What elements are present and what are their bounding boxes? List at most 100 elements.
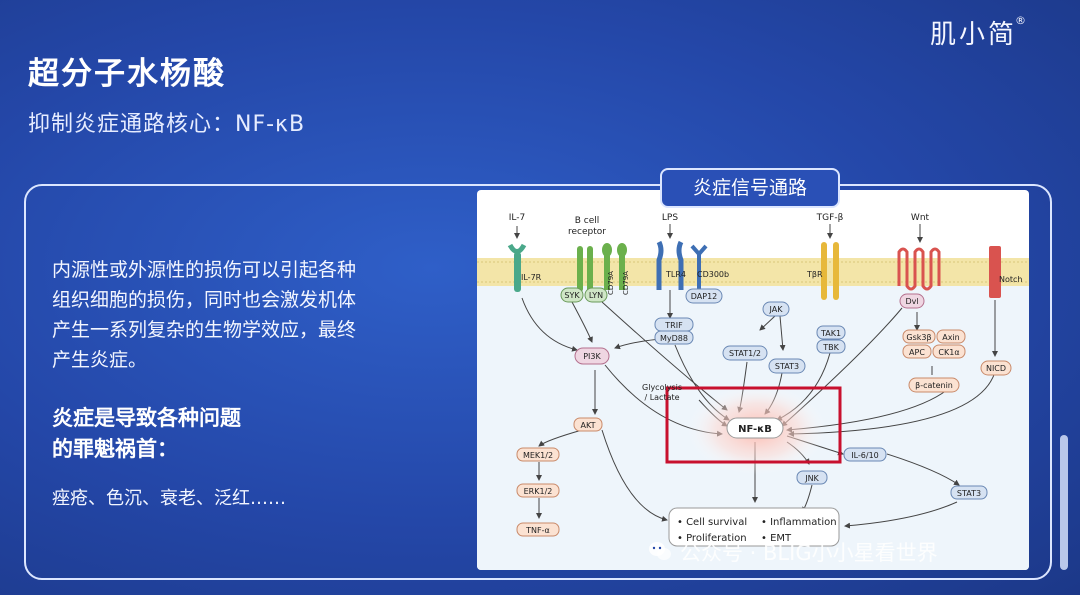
node-jnk bbox=[796, 470, 828, 485]
registered-mark: ® bbox=[1015, 14, 1030, 27]
node-dvl bbox=[899, 293, 925, 309]
cell-membrane bbox=[477, 258, 1029, 286]
label-notch: Notch bbox=[999, 275, 1022, 284]
svg-text:TRIF: TRIF bbox=[664, 321, 683, 330]
ligand-lps: LPS bbox=[662, 213, 678, 223]
node-stat12 bbox=[722, 345, 768, 361]
svg-text:STAT3: STAT3 bbox=[775, 362, 799, 371]
svg-text:LYN: LYN bbox=[589, 291, 603, 300]
node-tnfa bbox=[516, 522, 560, 537]
node-nfkb bbox=[726, 417, 784, 439]
svg-text:TNF-α: TNF-α bbox=[525, 526, 550, 535]
watermark-text: 公众号 · BLIG小小星看世界 bbox=[680, 541, 938, 565]
svg-text:JAK: JAK bbox=[769, 305, 784, 314]
ligand-bcell-2: receptor bbox=[568, 227, 606, 237]
svg-text:ERK1/2: ERK1/2 bbox=[524, 487, 553, 496]
intro-line: 产生一系列复杂的生物学效应，最终 bbox=[52, 319, 357, 341]
svg-text:TBK: TBK bbox=[822, 343, 839, 352]
brand-name: 肌小简 bbox=[930, 20, 1018, 50]
content-panel bbox=[24, 184, 1052, 580]
svg-text:MEK1/2: MEK1/2 bbox=[523, 451, 553, 460]
label-cd79a-2: CD79A bbox=[622, 271, 630, 295]
pathway-svg: IL-7 B cell receptor LPS TGF-β Wnt IL-7R… bbox=[477, 213, 1029, 570]
svg-text:Gsk3β: Gsk3β bbox=[906, 333, 931, 342]
node-jak bbox=[762, 301, 790, 317]
svg-text:β-catenin: β-catenin bbox=[915, 381, 953, 390]
svg-text:JNK: JNK bbox=[804, 474, 819, 483]
node-lactate: / Lactate bbox=[644, 393, 679, 402]
node-ck1a bbox=[932, 344, 966, 359]
svg-text:TAK1: TAK1 bbox=[820, 329, 841, 338]
tlr4-receptor: TLR4 CD300b bbox=[656, 224, 729, 290]
node-axin bbox=[936, 329, 966, 344]
svg-text:Dvl: Dvl bbox=[905, 297, 918, 306]
bcr-receptor: CD79A CD79A bbox=[577, 243, 630, 295]
node-syk bbox=[560, 287, 584, 303]
intro-line: 内源性或外源性的损伤可以引起各种 bbox=[52, 259, 357, 281]
node-akt bbox=[573, 417, 603, 432]
svg-text:CK1α: CK1α bbox=[938, 348, 959, 357]
node-nicd bbox=[980, 360, 1012, 376]
node-tbk bbox=[816, 339, 846, 354]
node-stat3 bbox=[768, 358, 806, 374]
tbr-receptor: TβR bbox=[806, 224, 839, 300]
ligand-bcell: B cell bbox=[575, 216, 600, 226]
node-dap12 bbox=[685, 288, 723, 304]
intro-text: 内源性或外源性的损伤可以引起各种 组织细胞的损伤，同时也会激发机体 产生一系列复… bbox=[52, 255, 432, 375]
node-stat3b bbox=[950, 485, 988, 500]
outcome-inflammation: • Inflammation bbox=[761, 517, 837, 528]
node-lyn bbox=[584, 287, 608, 303]
outcome-emt: • EMT bbox=[761, 533, 792, 544]
il7r-receptor: IL-7R bbox=[507, 226, 542, 292]
svg-text:APC: APC bbox=[909, 348, 925, 357]
brand-logo: 肌小简® bbox=[930, 14, 1026, 51]
highlight-box bbox=[665, 386, 842, 464]
emphasis-line: 炎症是导致各种问题 bbox=[52, 406, 241, 430]
notch-receptor: Notch bbox=[989, 246, 1022, 298]
outcome-box: • Cell survival • Inflammation • Prolife… bbox=[668, 507, 840, 547]
svg-text:STAT1/2: STAT1/2 bbox=[729, 349, 761, 358]
ligand-il7: IL-7 bbox=[509, 213, 525, 223]
svg-text:DAP12: DAP12 bbox=[691, 292, 718, 301]
svg-text:NICD: NICD bbox=[986, 364, 1006, 373]
label-tbr: TβR bbox=[806, 270, 823, 279]
frizzled-receptor bbox=[897, 224, 941, 291]
intro-line: 组织细胞的损伤，同时也会激发机体 bbox=[52, 289, 357, 311]
wechat-icon bbox=[649, 542, 671, 560]
label-tlr4: TLR4 bbox=[665, 270, 686, 279]
pathway-nodes: SYK LYN DAP12 TRIF MyD88 JAK STAT1/2 STA… bbox=[516, 287, 1012, 537]
outcome-cell-survival: • Cell survival bbox=[677, 517, 747, 528]
svg-text:MyD88: MyD88 bbox=[660, 334, 688, 343]
svg-text:Axin: Axin bbox=[942, 333, 960, 342]
node-myd88 bbox=[654, 330, 694, 345]
diagram-title: 炎症信号通路 bbox=[660, 168, 840, 208]
label-cd79a: CD79A bbox=[607, 271, 615, 295]
svg-text:NF-κB: NF-κB bbox=[738, 424, 772, 435]
node-bcatenin bbox=[908, 377, 960, 393]
emphasis-heading: 炎症是导致各种问题 的罪魁祸首： bbox=[52, 403, 241, 465]
label-il7r: IL-7R bbox=[521, 273, 542, 282]
intro-line: 产生炎症。 bbox=[52, 349, 148, 371]
label-cd300b: CD300b bbox=[697, 270, 729, 279]
svg-text:AKT: AKT bbox=[581, 421, 596, 430]
node-glycolysis: Glycolysis bbox=[642, 383, 682, 392]
node-pi3k bbox=[574, 347, 610, 365]
node-erk bbox=[516, 483, 560, 498]
node-il610 bbox=[843, 447, 887, 462]
outcome-proliferation: • Proliferation bbox=[677, 533, 747, 544]
page-subtitle: 抑制炎症通路核心：NF-κB bbox=[28, 112, 306, 137]
emphasis-line: 的罪魁祸首： bbox=[52, 437, 178, 461]
problem-list: 痤疮、色沉、衰老、泛红…… bbox=[52, 488, 286, 509]
node-apc bbox=[902, 344, 932, 359]
svg-text:PI3K: PI3K bbox=[583, 352, 601, 361]
scrollbar[interactable] bbox=[1060, 435, 1068, 570]
node-mek bbox=[516, 447, 560, 462]
page-title: 超分子水杨酸 bbox=[28, 56, 226, 92]
node-tak1 bbox=[816, 325, 846, 340]
node-gsk3b bbox=[902, 329, 936, 344]
ligand-tgfb: TGF-β bbox=[816, 213, 844, 223]
svg-text:STAT3: STAT3 bbox=[957, 489, 981, 498]
svg-text:SYK: SYK bbox=[564, 291, 580, 300]
svg-text:IL-6/10: IL-6/10 bbox=[851, 451, 879, 460]
ligand-wnt: Wnt bbox=[911, 213, 930, 223]
